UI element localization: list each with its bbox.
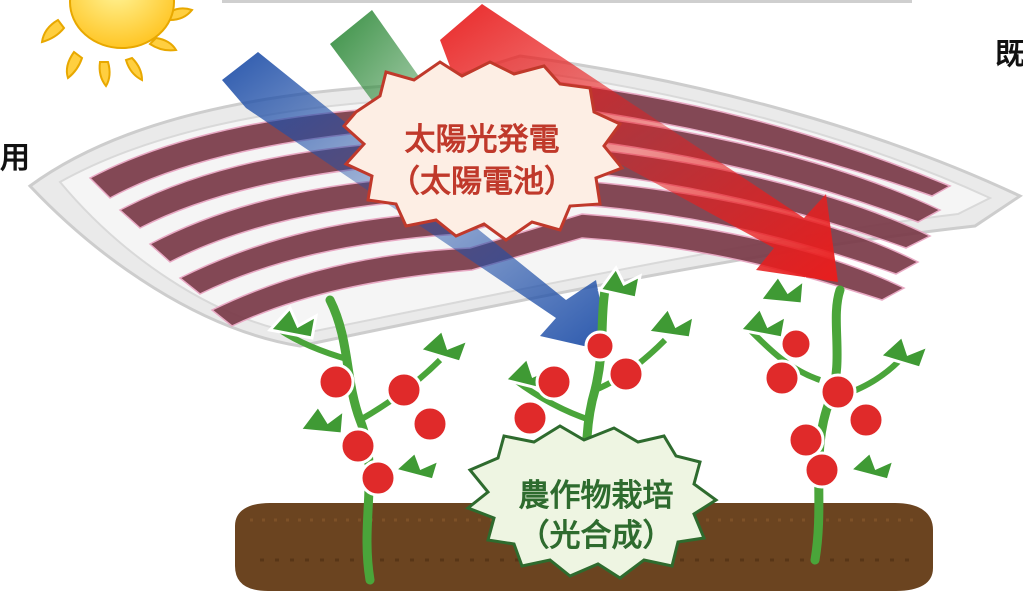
crop-cultivation-burst xyxy=(465,424,719,580)
right-edge-text: 既 xyxy=(995,37,1023,72)
tomato-plant-left xyxy=(267,295,471,585)
solar-power-subtitle: （太陽電池） xyxy=(389,164,575,200)
solar-power-title: 太陽光発電 xyxy=(405,122,560,158)
crop-cultivation-title: 農作物栽培 xyxy=(519,478,674,514)
tomato-plant-right xyxy=(737,273,931,565)
sun-icon xyxy=(40,0,194,88)
left-edge-text: 用 xyxy=(0,141,30,176)
tomato-plants xyxy=(267,265,931,585)
crop-cultivation-subtitle: （光合成） xyxy=(519,518,674,554)
solar-power-burst xyxy=(341,60,625,242)
tomato-plant-center xyxy=(502,265,697,545)
top-divider xyxy=(222,0,912,3)
